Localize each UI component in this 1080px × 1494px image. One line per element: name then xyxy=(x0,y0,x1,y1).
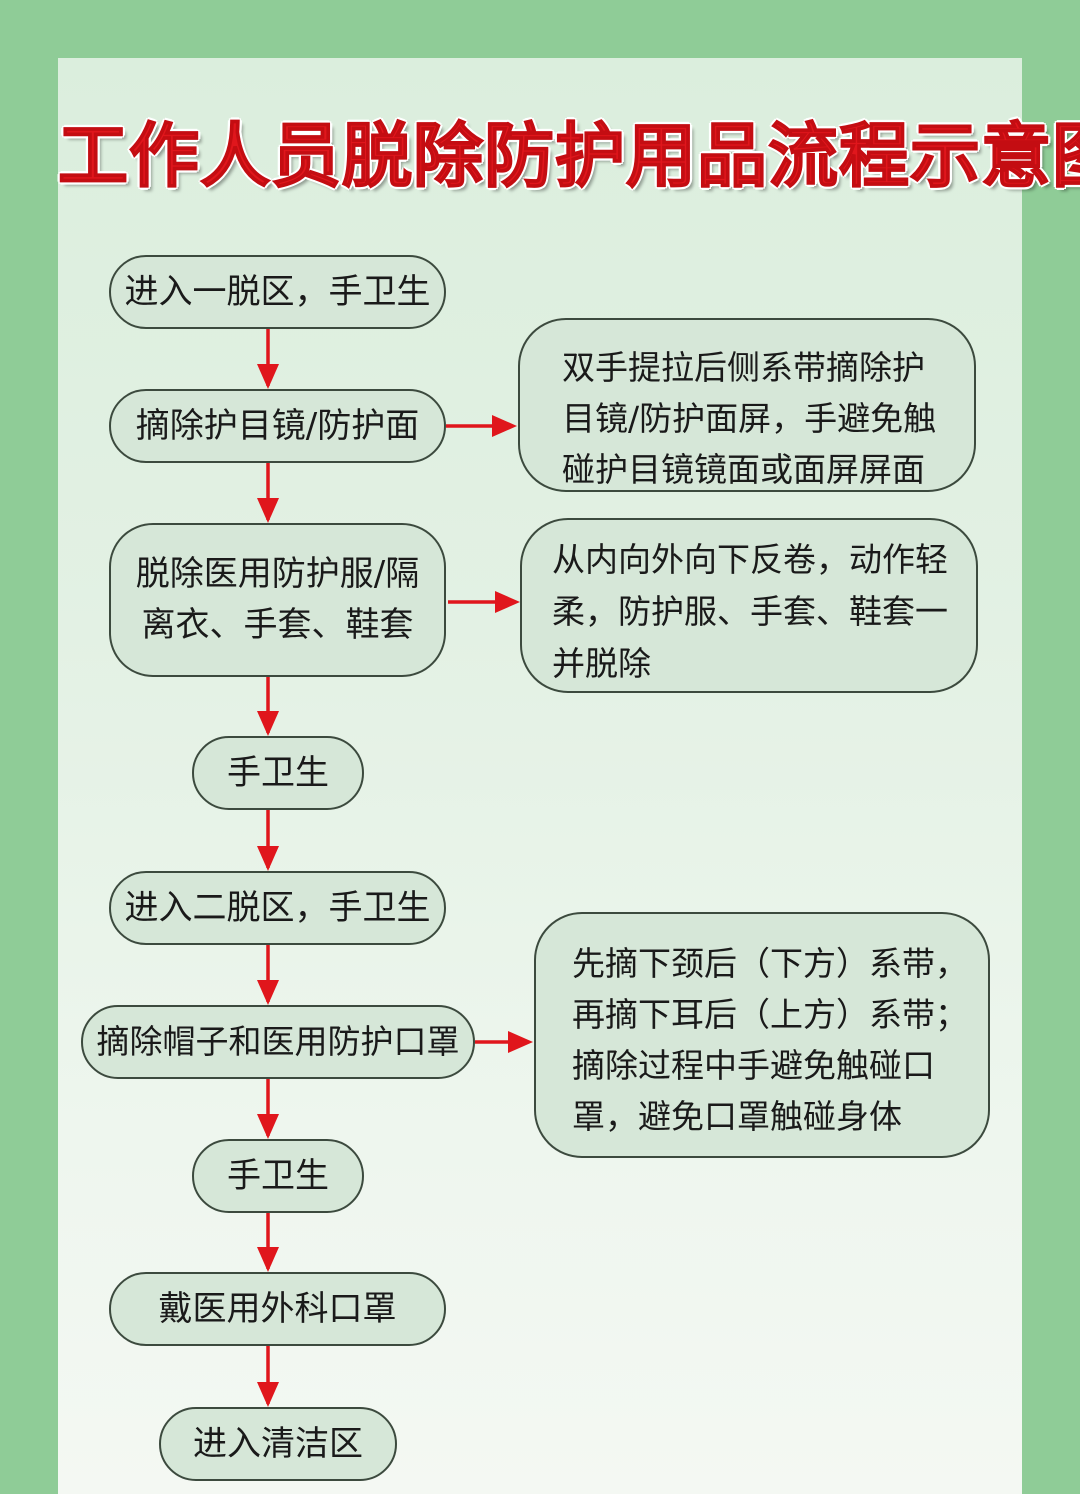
page-title: 工作人员脱除防护用品流程示意图 xyxy=(57,114,1080,198)
step-enter-zone-one: 进入一脱区，手卫生 xyxy=(109,255,446,329)
note-cap-mask: 先摘下颈后（下方）系带， 再摘下耳后（上方）系带； 摘除过程中手避免触碰口 罩，… xyxy=(534,912,990,1158)
step-remove-cap-mask: 摘除帽子和医用防护口罩 xyxy=(81,1005,475,1079)
step-remove-goggles: 摘除护目镜/防护面 xyxy=(109,389,446,463)
step-hand-hygiene-two: 手卫生 xyxy=(192,1139,364,1213)
step-enter-clean-zone: 进入清洁区 xyxy=(159,1407,397,1481)
note-gown: 从内向外向下反卷，动作轻 柔，防护服、手套、鞋套一 并脱除 xyxy=(520,518,978,693)
step-enter-zone-two: 进入二脱区，手卫生 xyxy=(109,871,446,945)
note-goggles: 双手提拉后侧系带摘除护 目镜/防护面屏，手避免触 碰护目镜镜面或面屏屏面 xyxy=(518,318,976,492)
step-remove-gown: 脱除医用防护服/隔 离衣、手套、鞋套 xyxy=(109,523,446,677)
step-hand-hygiene-one: 手卫生 xyxy=(192,736,364,810)
step-wear-surgical-mask: 戴医用外科口罩 xyxy=(109,1272,446,1346)
